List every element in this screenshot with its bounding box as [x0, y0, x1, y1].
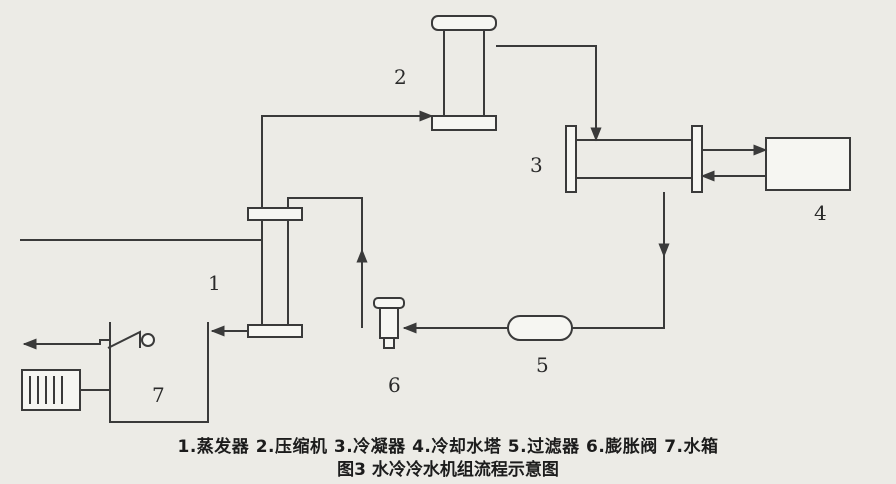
- pump-motor: [21, 369, 110, 411]
- pipes: [20, 45, 768, 350]
- compressor: [431, 15, 497, 131]
- label-1: 1: [208, 271, 221, 295]
- legend-caption: 1.蒸发器 2.压缩机 3.冷凝器 4.冷却水塔 5.过滤器 6.膨胀阀 7.水…: [177, 437, 719, 457]
- label-5: 5: [536, 353, 549, 377]
- condenser: [565, 125, 703, 193]
- label-6: 6: [388, 373, 401, 397]
- label-7: 7: [152, 383, 165, 407]
- evaporator: [247, 207, 303, 338]
- figure-title: 图3 水冷冷水机组流程示意图: [337, 460, 559, 480]
- filter: [507, 315, 573, 341]
- label-2: 2: [394, 65, 407, 89]
- expansion-valve: [373, 297, 405, 349]
- water-tank: [107, 322, 209, 423]
- label-3: 3: [530, 153, 543, 177]
- label-4: 4: [814, 201, 827, 225]
- cooling-tower: [765, 137, 851, 191]
